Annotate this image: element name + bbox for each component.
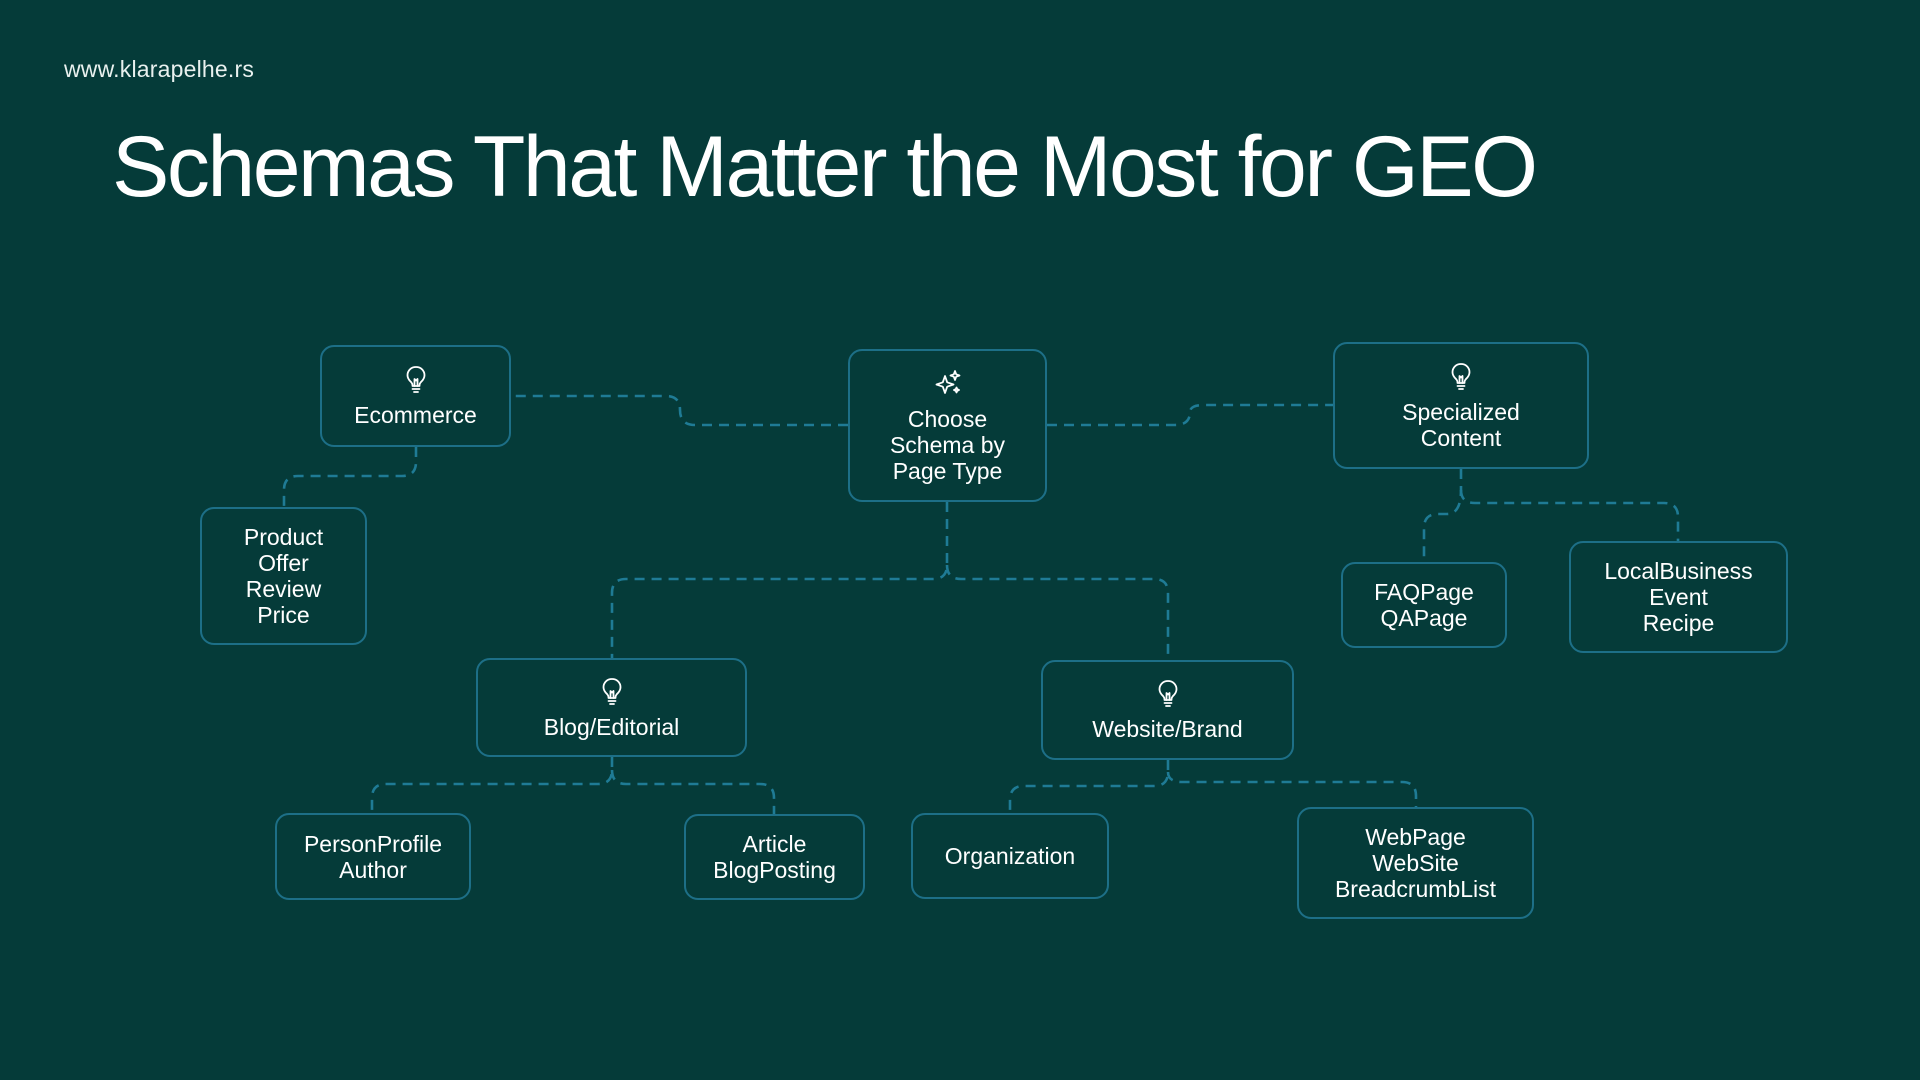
root-label-line-1: Choose	[907, 405, 988, 432]
leaf-node-webpage: WebPage WebSite BreadcrumbList	[1297, 807, 1534, 919]
slide-title: Schemas That Matter the Most for GEO	[112, 119, 1538, 215]
lightbulb-icon	[1446, 361, 1476, 391]
leaf-person-line-2: Author	[339, 856, 407, 883]
leaf-local-line-1: LocalBusiness	[1604, 558, 1753, 584]
connector-root-specialized	[1047, 403, 1333, 427]
site-url: www.klarapelhe.rs	[64, 56, 255, 82]
leaf-faq-line-2: QAPage	[1380, 605, 1468, 631]
ecommerce-label: Ecommerce	[354, 402, 477, 428]
root-node-choose-schema: Choose Schema by Page Type	[848, 349, 1047, 502]
connector-root-blog	[610, 502, 949, 658]
lightbulb-icon	[1153, 678, 1183, 708]
leaf-webpage-line-1: WebPage	[1365, 824, 1466, 850]
leaf-product-line-2: Offer	[258, 550, 309, 576]
connector-website-webpage	[1166, 771, 1418, 807]
leaf-local-line-3: Recipe	[1642, 610, 1715, 636]
leaf-article-line-2: BlogPosting	[713, 857, 836, 883]
connector-blog-person	[370, 757, 614, 813]
specialized-label-line-1: Specialized	[1402, 398, 1520, 425]
connector-specialized-faq	[1422, 469, 1463, 562]
connector-ecommerce-product	[282, 447, 418, 507]
leaf-organization-line-1: Organization	[944, 843, 1076, 869]
leaf-node-faqpage: FAQPage QAPage	[1341, 562, 1507, 648]
category-node-website-brand: Website/Brand	[1041, 660, 1294, 760]
leaf-product-line-1: Product	[243, 524, 324, 550]
leaf-node-personprofile: PersonProfile Author	[275, 813, 471, 900]
leaf-product-line-3: Review	[245, 576, 322, 602]
category-node-specialized-content: Specialized Content	[1333, 342, 1589, 469]
connector-root-website	[945, 564, 1170, 660]
leaf-node-organization: Organization	[911, 813, 1109, 899]
connector-blog-article	[610, 769, 776, 814]
connector-website-organization	[1008, 760, 1170, 813]
website-brand-label: Website/Brand	[1092, 716, 1243, 742]
lightbulb-icon	[597, 676, 627, 706]
leaf-person-line-1: PersonProfile	[303, 830, 443, 857]
leaf-node-localbusiness: LocalBusiness Event Recipe	[1569, 541, 1788, 653]
specialized-label-line-2: Content	[1420, 424, 1502, 451]
root-label-line-3: Page Type	[892, 457, 1003, 484]
root-label-line-2: Schema by	[889, 431, 1006, 458]
lightbulb-icon	[401, 364, 431, 394]
leaf-faq-line-1: FAQPage	[1374, 579, 1474, 605]
sparkles-icon	[933, 368, 963, 398]
connector-root-ecommerce	[511, 394, 848, 427]
leaf-webpage-line-3: BreadcrumbList	[1334, 876, 1497, 902]
connector-specialized-local	[1459, 489, 1680, 541]
category-node-blog-editorial: Blog/Editorial	[476, 658, 747, 757]
leaf-product-line-4: Price	[257, 602, 310, 628]
leaf-webpage-line-2: WebSite	[1372, 850, 1459, 876]
leaf-node-article: Article BlogPosting	[684, 814, 865, 900]
leaf-article-line-1: Article	[742, 831, 807, 857]
category-node-ecommerce: Ecommerce	[320, 345, 511, 447]
leaf-local-line-2: Event	[1649, 584, 1708, 610]
blog-editorial-label: Blog/Editorial	[543, 713, 680, 740]
leaf-node-product: Product Offer Review Price	[200, 507, 367, 645]
